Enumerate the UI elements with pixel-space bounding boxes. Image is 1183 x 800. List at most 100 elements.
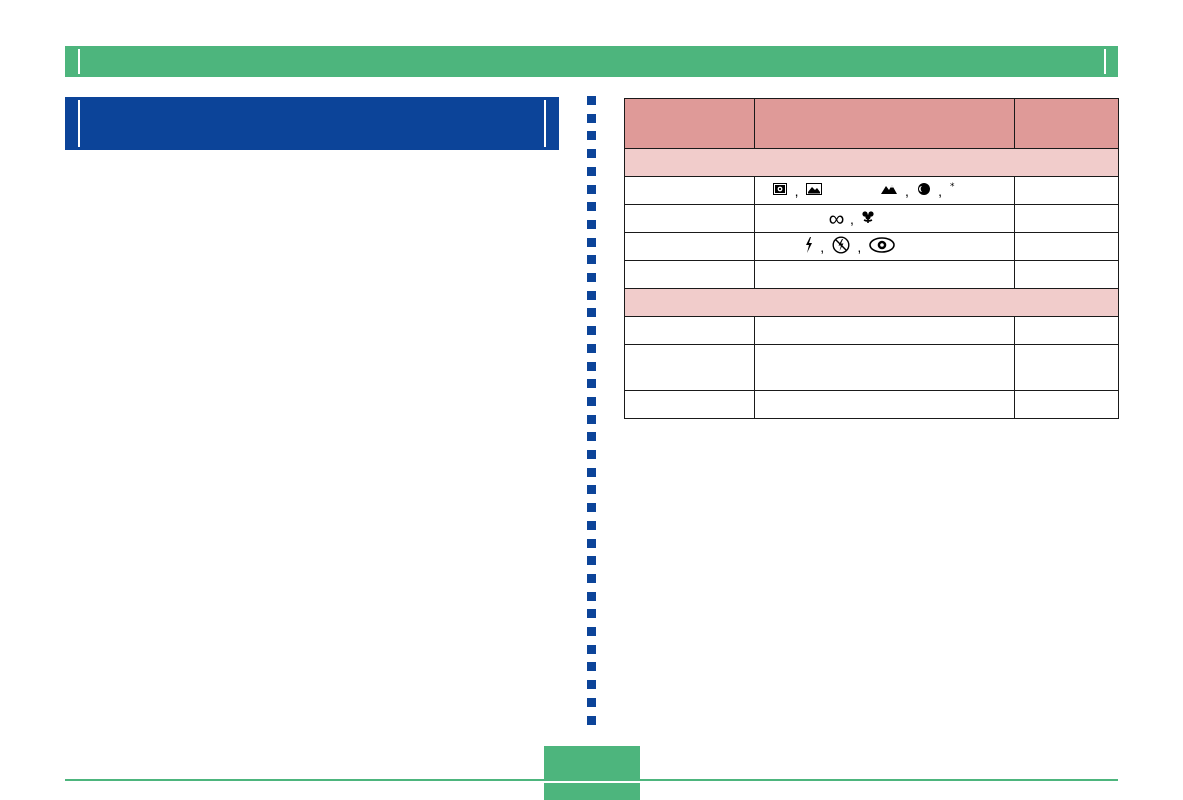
separator-dot [587, 184, 596, 194]
banner-left-notch [78, 49, 80, 74]
table-header-row [624, 98, 1119, 149]
row-value [1014, 232, 1119, 261]
row-name [624, 204, 755, 233]
separator-dot [587, 450, 596, 459]
separator-dot [587, 627, 596, 636]
footer-rule [65, 779, 1118, 781]
top-banner [65, 46, 1118, 77]
icon-separator: , [820, 238, 825, 255]
row-name [624, 344, 755, 391]
separator-dot [587, 538, 596, 548]
separator-dot [587, 326, 596, 336]
separator-dot [587, 96, 596, 105]
separator-dot [587, 520, 596, 530]
title-right-notch [544, 100, 546, 147]
header-setting [624, 98, 755, 149]
row-name [624, 316, 755, 345]
separator-dot [587, 219, 596, 229]
separator-dot [587, 556, 596, 566]
separator-dot [587, 591, 596, 601]
separator-dot [587, 396, 596, 406]
separator-dot [587, 113, 596, 123]
table-row [624, 344, 1119, 391]
separator-dot [587, 290, 596, 300]
flash-on-icon [805, 237, 813, 256]
night-scene-icon: * [950, 182, 966, 199]
row-options: , , , * [754, 176, 1015, 205]
separator-dot [587, 697, 596, 707]
icon-separator: , [857, 238, 862, 255]
separator-dot [587, 485, 596, 495]
separator-dot [587, 361, 596, 371]
separator-dot [587, 379, 596, 389]
section-title-box [65, 97, 559, 150]
row-options [754, 390, 1015, 419]
header-options [754, 98, 1015, 149]
row-options: , , [754, 232, 1015, 261]
separator-dot [587, 503, 596, 513]
icon-separator: , [938, 182, 943, 199]
macro-flower-icon [861, 210, 875, 227]
separator-dot [587, 131, 596, 141]
row-value [1014, 316, 1119, 345]
row-name [624, 390, 755, 419]
separator-dot [587, 662, 596, 672]
separator-dot [587, 573, 596, 583]
header-default [1014, 98, 1119, 149]
page-number-box-lower [544, 783, 640, 800]
banner-right-notch [1104, 49, 1106, 74]
mountain-landscape-icon [881, 183, 898, 198]
flash-off-icon [832, 236, 850, 257]
separator-dot [587, 308, 596, 318]
separator-dot [587, 715, 596, 725]
table-row [624, 390, 1119, 419]
table-row [624, 316, 1119, 345]
separator-dot [587, 343, 596, 353]
red-eye-reduction-icon [869, 237, 895, 256]
table-row: , , [624, 232, 1119, 261]
separator-dot [587, 237, 596, 247]
row-options [754, 344, 1015, 391]
row-value [1014, 176, 1119, 205]
portrait-mode-icon [773, 183, 787, 198]
separator-dot [587, 202, 596, 212]
icon-separator: , [794, 182, 799, 199]
separator-dot [587, 149, 596, 159]
section-row-1 [624, 148, 1119, 177]
icon-separator: , [849, 210, 854, 227]
separator-dot [587, 166, 596, 176]
night-portrait-icon [917, 182, 931, 199]
column-separator-dots [587, 96, 596, 736]
page-number-box [544, 746, 640, 780]
row-value [1014, 204, 1119, 233]
row-value [1014, 390, 1119, 419]
infinity-focus-icon: ∞ [828, 205, 845, 231]
section-label [624, 148, 1119, 177]
settings-table: , , , * ∞ , [624, 98, 1119, 419]
title-left-notch [78, 100, 80, 147]
row-options [754, 260, 1015, 289]
table-row [624, 260, 1119, 289]
separator-dot [587, 414, 596, 424]
row-options: ∞ , [754, 204, 1015, 233]
icon-separator: , [905, 182, 909, 199]
row-value [1014, 344, 1119, 391]
separator-dot [587, 644, 596, 654]
landscape-scene-icon [806, 183, 823, 198]
section-row-2 [624, 288, 1119, 317]
separator-dot [587, 680, 596, 690]
row-name [624, 232, 755, 261]
row-name [624, 260, 755, 289]
row-value [1014, 260, 1119, 289]
separator-dot [587, 467, 596, 477]
row-options [754, 316, 1015, 345]
row-name [624, 176, 755, 205]
separator-dot [587, 273, 596, 282]
table-row: , , , * [624, 176, 1119, 205]
separator-dot [587, 609, 596, 619]
section-label [624, 288, 1119, 317]
separator-dot [587, 432, 596, 442]
separator-dot [587, 255, 596, 265]
table-row: ∞ , [624, 204, 1119, 233]
svg-text:*: * [950, 182, 955, 192]
